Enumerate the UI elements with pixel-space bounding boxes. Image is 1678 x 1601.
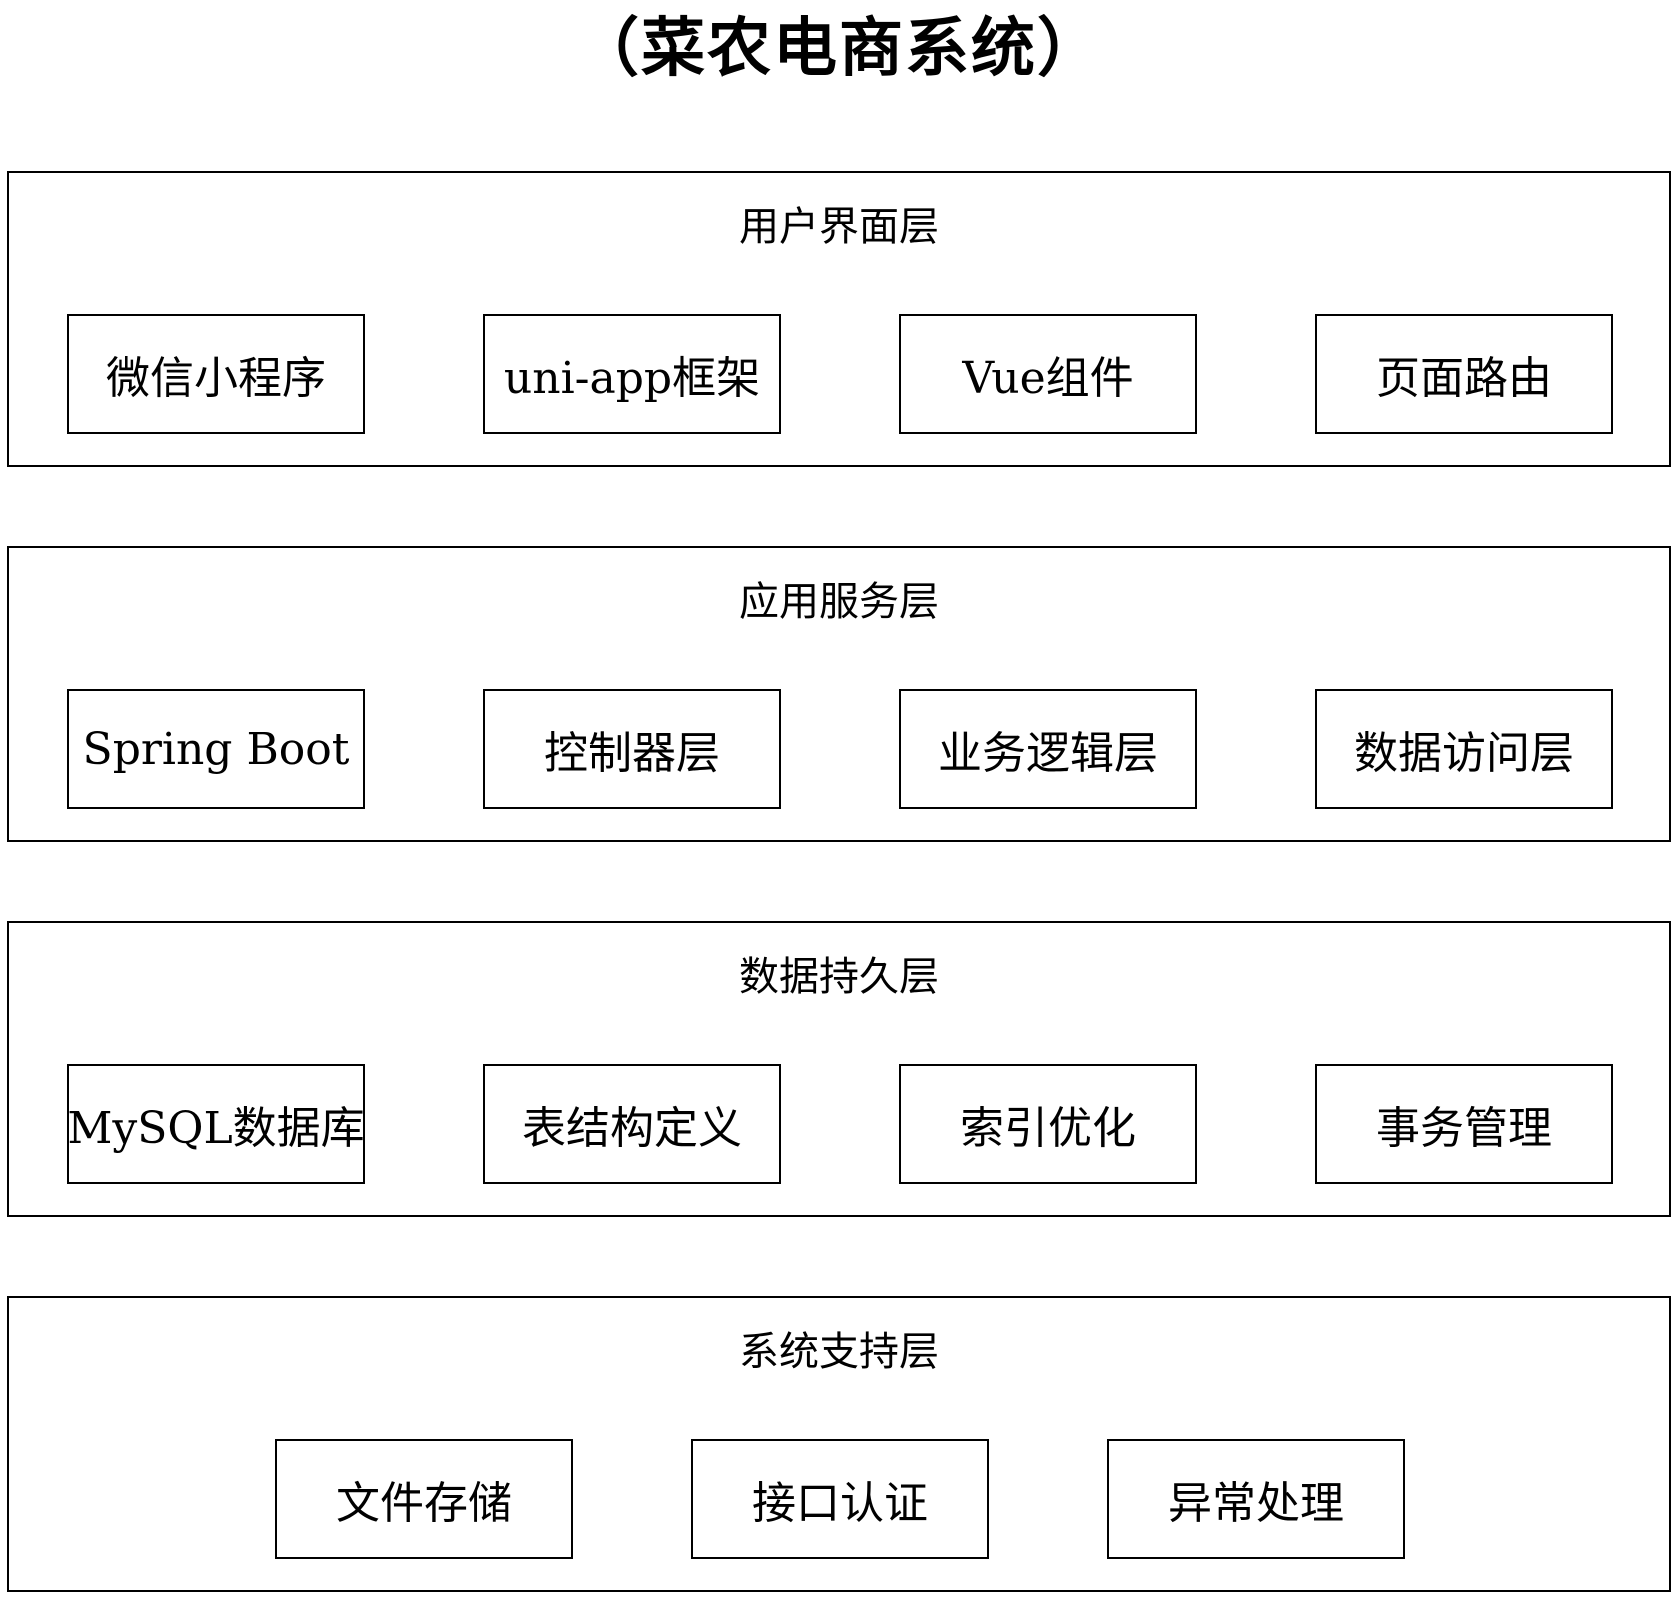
diagram-title: （菜农电商系统） bbox=[575, 11, 1103, 86]
component-box: 索引优化 bbox=[899, 1064, 1197, 1184]
component-box: MySQL数据库 bbox=[67, 1064, 365, 1184]
component-box: Vue组件 bbox=[899, 314, 1197, 434]
component-box: 文件存储 bbox=[275, 1439, 573, 1559]
layer-system-support: 系统支持层 文件存储 接口认证 异常处理 bbox=[7, 1296, 1671, 1592]
component-box: 异常处理 bbox=[1107, 1439, 1405, 1559]
component-box: 事务管理 bbox=[1315, 1064, 1613, 1184]
component-box: uni-app框架 bbox=[483, 314, 781, 434]
layer-title: 系统支持层 bbox=[739, 1329, 939, 1375]
layer-title: 用户界面层 bbox=[739, 204, 939, 250]
layer-data-persistence: 数据持久层 MySQL数据库 表结构定义 索引优化 事务管理 bbox=[7, 921, 1671, 1217]
component-box: Spring Boot bbox=[67, 689, 365, 809]
component-box: 微信小程序 bbox=[67, 314, 365, 434]
component-box: 页面路由 bbox=[1315, 314, 1613, 434]
component-box: 表结构定义 bbox=[483, 1064, 781, 1184]
component-box: 控制器层 bbox=[483, 689, 781, 809]
layer-title: 数据持久层 bbox=[739, 954, 939, 1000]
component-box: 接口认证 bbox=[691, 1439, 989, 1559]
layer-user-interface: 用户界面层 微信小程序 uni-app框架 Vue组件 页面路由 bbox=[7, 171, 1671, 467]
component-box: 数据访问层 bbox=[1315, 689, 1613, 809]
layer-title: 应用服务层 bbox=[739, 579, 939, 625]
layer-application-service: 应用服务层 Spring Boot 控制器层 业务逻辑层 数据访问层 bbox=[7, 546, 1671, 842]
component-box: 业务逻辑层 bbox=[899, 689, 1197, 809]
